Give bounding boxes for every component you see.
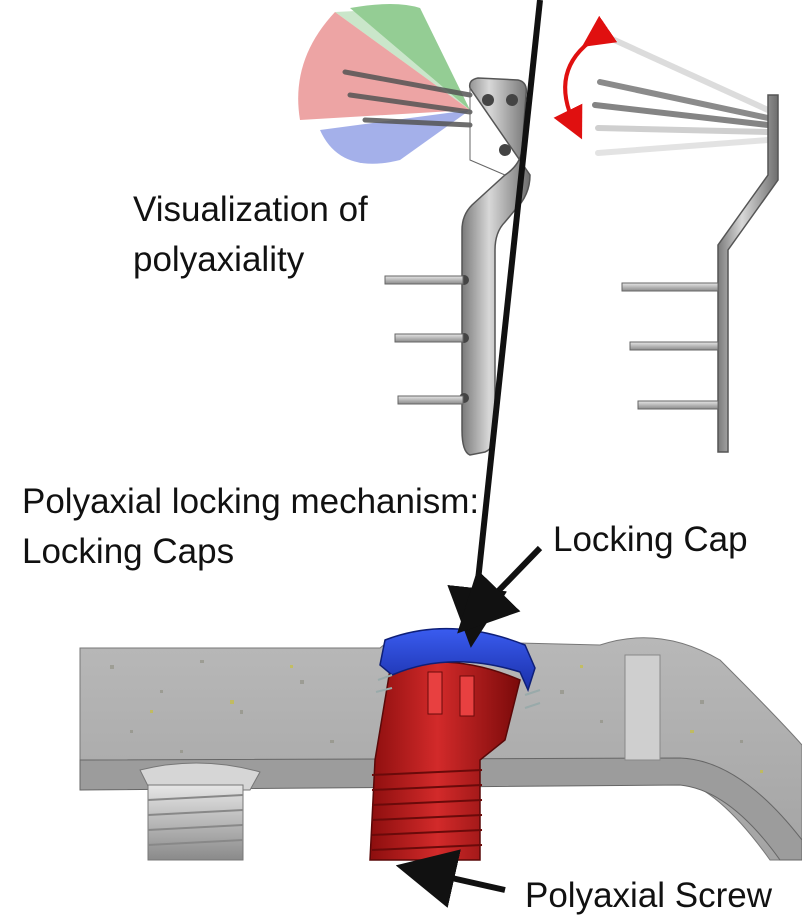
rotation-arrow-icon: [565, 38, 595, 125]
polyaxiality-caption: Visualization of polyaxiality: [133, 185, 368, 285]
locking-cap-label: Locking Cap: [553, 520, 748, 560]
polyaxiality-cones: [298, 4, 470, 164]
mechanism-caption-line-1: Polyaxial locking mechanism:: [22, 477, 479, 527]
standard-screw: [140, 763, 260, 860]
lower-screws-left: [385, 276, 463, 404]
lower-screws-right: [622, 283, 718, 409]
polyaxial-screw-label: Polyaxial Screw: [525, 876, 772, 916]
polyaxiality-caption-line-2: polyaxiality: [133, 235, 368, 285]
locking-mechanism-cross-section: [80, 629, 802, 860]
mechanism-caption-line-2: Locking Caps: [22, 527, 479, 577]
polyaxiality-caption-line-1: Visualization of: [133, 185, 368, 235]
right-plate-illustration: [565, 38, 778, 452]
locking-cap-arrow-line: [478, 548, 540, 612]
polyaxial-screw-arrow: [425, 872, 505, 890]
mechanism-caption: Polyaxial locking mechanism: Locking Cap…: [22, 477, 479, 577]
